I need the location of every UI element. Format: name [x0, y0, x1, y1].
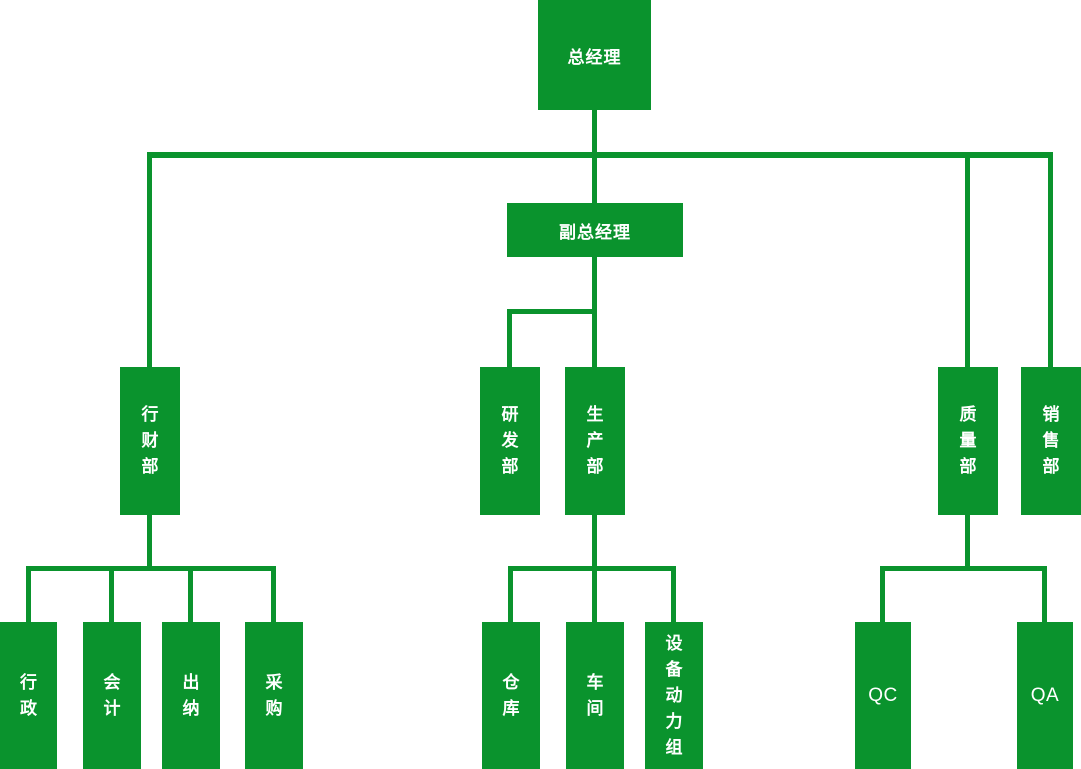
connector-to-warehouse — [508, 566, 513, 622]
connector-to-workshop — [592, 566, 597, 622]
node-warehouse: 仓 库 — [482, 622, 540, 769]
connector-to-accounting — [109, 566, 114, 622]
node-qa: QA — [1017, 622, 1073, 769]
connector-to-administration — [26, 566, 31, 622]
connector-to-cashier — [188, 566, 193, 622]
node-rnd-dept: 研 发 部 — [480, 367, 540, 515]
connector-quality-bus — [880, 566, 1047, 571]
node-finance-admin-dept: 行 财 部 — [120, 367, 180, 515]
node-accounting: 会 计 — [83, 622, 141, 769]
connector-to-qc — [880, 566, 885, 622]
connector-bus-to-quality — [965, 152, 970, 367]
connector-gm-down — [592, 108, 597, 158]
connector-dgmbus-to-rnd — [507, 309, 512, 367]
connector-bus-to-sales — [1048, 152, 1053, 367]
connector-bus-to-dgm — [592, 152, 597, 203]
node-production-dept: 生 产 部 — [565, 367, 625, 515]
connector-finance-down — [147, 515, 152, 569]
connector-dgm-bus — [507, 309, 597, 314]
node-cashier: 出 纳 — [162, 622, 220, 769]
node-sales-dept: 销 售 部 — [1021, 367, 1081, 515]
connector-to-equipment — [671, 566, 676, 622]
connector-bus-to-finance — [147, 152, 152, 367]
node-administration: 行 政 — [0, 622, 57, 769]
connector-production-down — [592, 515, 597, 569]
connector-to-procurement — [271, 566, 276, 622]
node-general-manager: 总经理 — [538, 0, 651, 110]
connector-main-bus — [147, 152, 1053, 158]
node-quality-dept: 质 量 部 — [938, 367, 998, 515]
node-qc: QC — [855, 622, 911, 769]
node-equipment-power-group: 设 备 动 力 组 — [645, 622, 703, 769]
node-workshop: 车 间 — [566, 622, 624, 769]
connector-finance-bus — [26, 566, 276, 571]
node-procurement: 采 购 — [245, 622, 303, 769]
node-deputy-general-manager: 副总经理 — [507, 203, 683, 257]
connector-quality-down — [965, 515, 970, 569]
connector-to-qa — [1042, 566, 1047, 622]
